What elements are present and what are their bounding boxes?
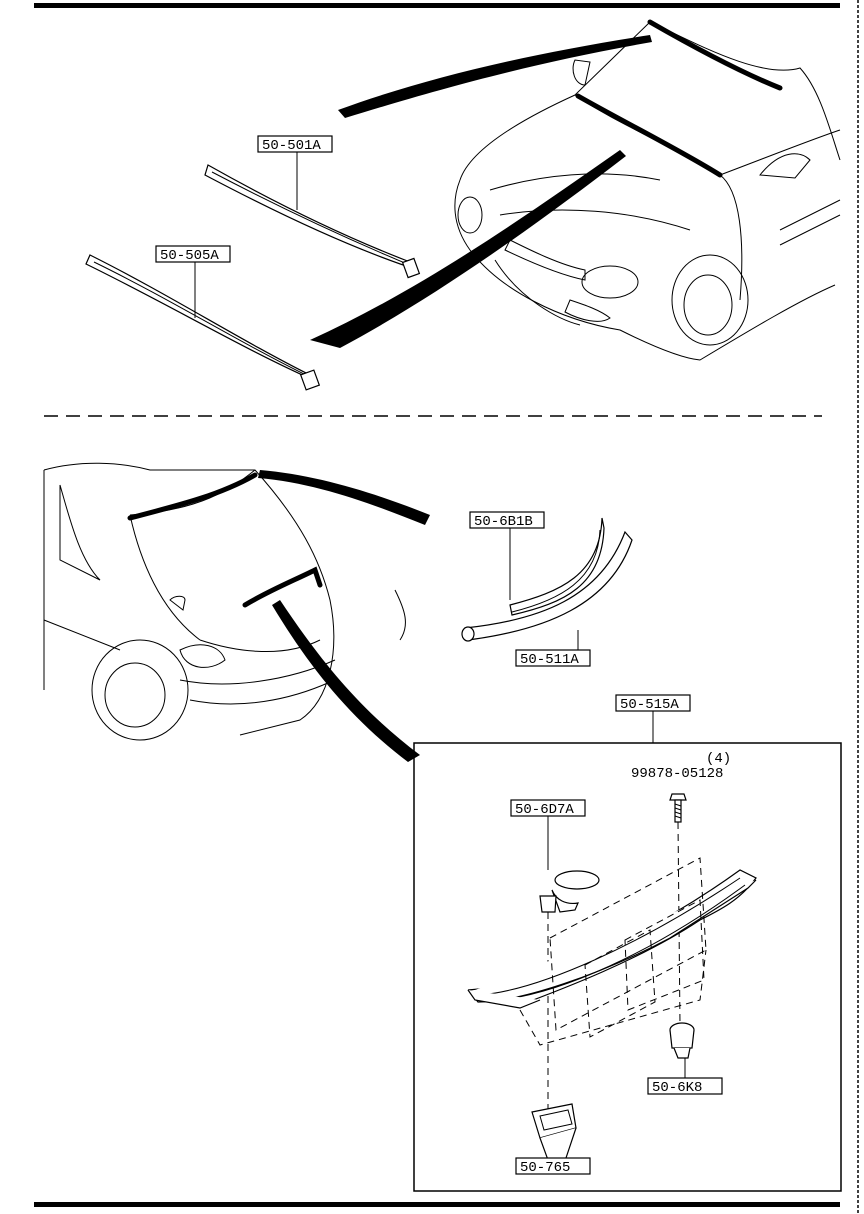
bottom-border-rule <box>34 1202 840 1207</box>
rear-upper-leader-wedge <box>258 470 430 525</box>
rear-lower-molding-part <box>461 530 633 642</box>
front-lower-molding-part <box>85 254 321 391</box>
front-windshield-side-seal <box>647 19 783 91</box>
label-rear-lower: 50-511A <box>515 649 591 668</box>
label-fastener-top: 50-6D7A <box>510 799 586 818</box>
screw-icon <box>669 793 687 823</box>
label-rear-lower-text: 50-511A <box>520 652 579 668</box>
label-fastener-right-text: 50-6K8 <box>652 1080 702 1096</box>
rear-lower-leader-wedge <box>272 600 420 762</box>
detail-box <box>413 742 842 1192</box>
front-windshield-upper-seal <box>575 93 723 178</box>
label-rear-upper: 50-6B1B <box>469 511 545 530</box>
label-rear-assembly: 50-515A <box>615 694 691 713</box>
label-fastener-top-text: 50-6D7A <box>515 802 574 818</box>
label-front-upper-text: 50-501A <box>262 138 321 154</box>
label-fastener-right: 50-6K8 <box>647 1077 723 1096</box>
screw-quantity: (4) <box>706 751 731 767</box>
front-upper-leader-wedge <box>338 35 652 118</box>
front-lower-leader-wedge <box>310 150 626 348</box>
label-front-upper: 50-501A <box>257 135 333 154</box>
fastener-grommet-right-icon <box>669 1022 695 1059</box>
top-border-rule <box>34 3 840 8</box>
label-rear-upper-text: 50-6B1B <box>474 514 533 530</box>
fastener-grommet-bottom-icon <box>531 1103 577 1161</box>
rear-window-upper-seal <box>127 472 258 521</box>
label-front-lower: 50-505A <box>155 245 231 264</box>
label-fastener-bottom: 50-765 <box>515 1157 591 1176</box>
label-front-lower-text: 50-505A <box>160 248 219 264</box>
screw-part-number: 99878-05128 <box>631 766 723 782</box>
rear-upper-molding-part <box>509 517 605 616</box>
label-fastener-bottom-text: 50-765 <box>520 1160 570 1176</box>
fastener-clip-icon <box>539 870 600 913</box>
label-rear-assembly-text: 50-515A <box>620 697 679 713</box>
rear-window-lower-seal <box>242 566 323 608</box>
front-car-illustration <box>454 21 841 361</box>
rear-spoiler-part <box>467 869 757 1009</box>
front-upper-molding-part <box>204 164 421 279</box>
